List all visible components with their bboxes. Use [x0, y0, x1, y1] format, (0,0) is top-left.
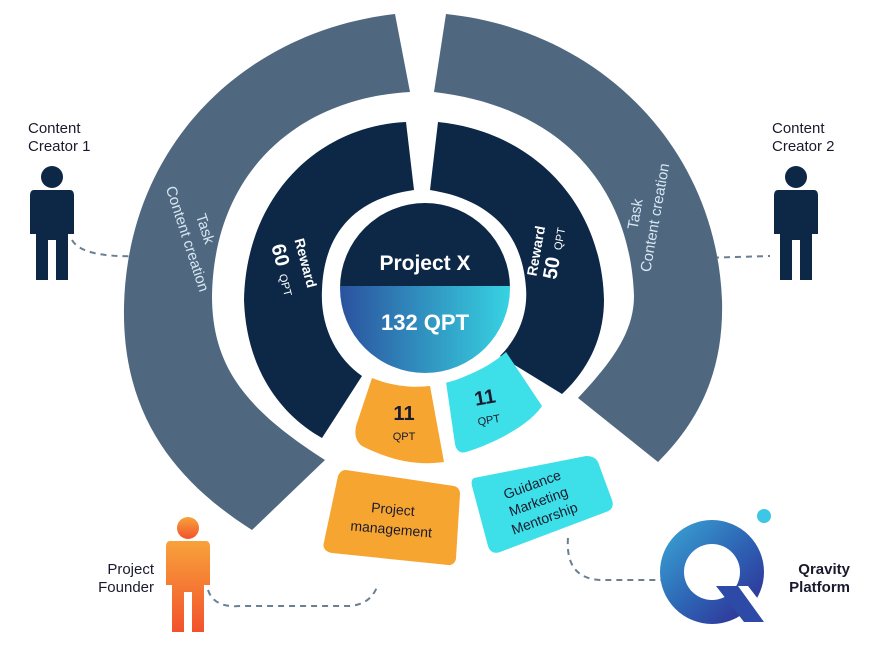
- person-icon-creator2: [774, 166, 818, 280]
- reward-right-amount: 50: [539, 255, 565, 281]
- creator1-line1: Content: [28, 120, 81, 137]
- role-box-cyan: [471, 456, 613, 553]
- role-box-orange: [323, 470, 460, 566]
- creator1-line2: Creator 1: [28, 138, 91, 155]
- founder-line2: Founder: [98, 579, 154, 596]
- orange-qpt-amount: 11: [393, 403, 414, 425]
- connector-platform: [566, 537, 662, 581]
- connector-creator1: [71, 239, 141, 258]
- reward-segment-left: [244, 122, 414, 438]
- connector-founder: [207, 583, 379, 608]
- reward-right-unit: QPT: [552, 226, 568, 251]
- task-segment-right: [434, 14, 723, 462]
- task-right-label: Task: [625, 197, 647, 231]
- qravity-logo-icon: [660, 509, 782, 630]
- reward-label-left: Reward 60 QPT: [266, 236, 320, 298]
- cyan-qpt-amount: 11: [473, 385, 498, 410]
- qpt-segment-orange: [355, 378, 444, 464]
- orange-qpt-unit: QPT: [393, 431, 416, 443]
- platform-line2: Platform: [789, 579, 850, 596]
- role-orange-line1: Project: [371, 499, 416, 519]
- project-title: Project X: [379, 252, 470, 275]
- total-qpt: 132 QPT: [381, 310, 470, 335]
- cyan-qpt-unit: QPT: [477, 413, 502, 429]
- creator2-line1: Content: [772, 120, 825, 137]
- qpt-segment-cyan: [446, 352, 542, 453]
- reward-left-unit: QPT: [276, 273, 294, 298]
- person-icon-creator1: [30, 166, 74, 280]
- role-orange-line2: management: [350, 517, 433, 540]
- person-icon-founder: [166, 517, 210, 632]
- reward-segment-right: [430, 122, 604, 394]
- role-text-orange: Project management: [350, 499, 433, 540]
- creator2-line2: Creator 2: [772, 138, 835, 155]
- platform-line1: Qravity: [798, 561, 850, 578]
- founder-line1: Project: [107, 561, 155, 578]
- task-segment-left: [123, 14, 410, 530]
